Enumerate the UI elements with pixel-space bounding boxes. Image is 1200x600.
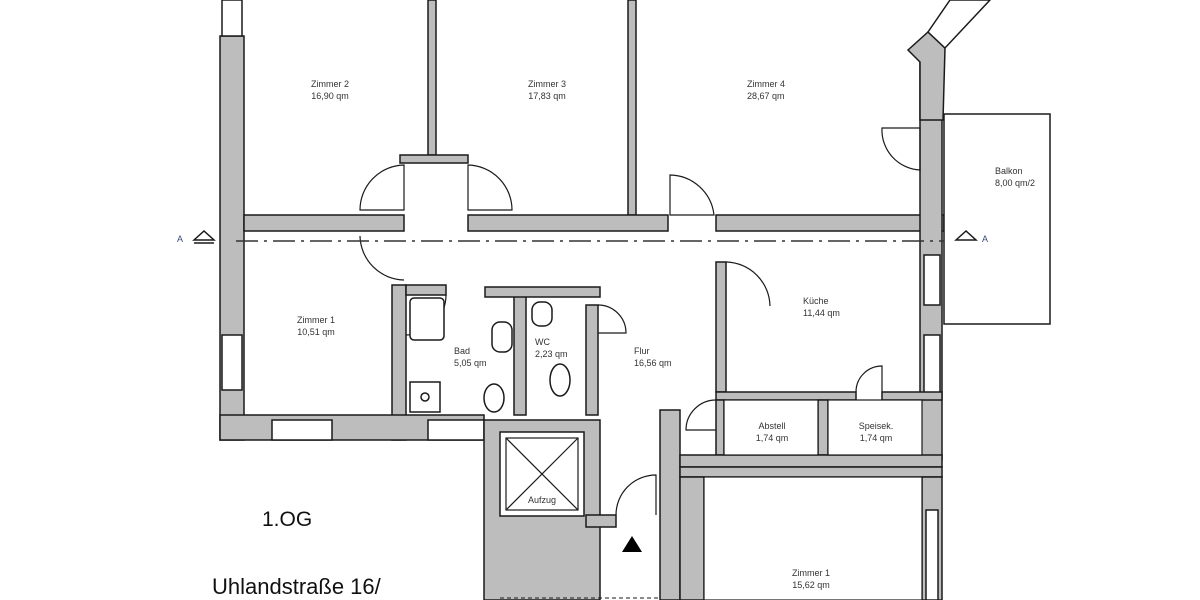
wall-under-z2 xyxy=(243,214,405,232)
room-name: Zimmer 4 xyxy=(747,79,785,89)
room-area: 5,05 qm xyxy=(454,358,487,368)
elevator-label: Aufzug xyxy=(527,495,557,505)
room-label-balkon: Balkon 8,00 qm/2 xyxy=(995,165,1035,189)
window-bottom-bad xyxy=(427,419,485,441)
door-wc xyxy=(597,304,627,334)
window-bottom-left xyxy=(271,419,333,441)
room-area: 2,23 qm xyxy=(535,349,568,359)
room-label-zimmer1-left: Zimmer 1 10,51 qm xyxy=(297,314,335,338)
wall-bad-top xyxy=(405,284,447,296)
room-name: Zimmer 1 xyxy=(297,315,335,325)
toilet-wc-icon xyxy=(549,363,571,397)
window-lower-right xyxy=(925,509,939,600)
room-name: WC xyxy=(535,337,550,347)
door-zimmer2 xyxy=(359,164,405,211)
wall-stair-right xyxy=(659,409,681,600)
door-kueche xyxy=(725,261,771,307)
section-marker-right-icon xyxy=(954,229,978,241)
room-area: 1,74 qm xyxy=(859,433,893,443)
wall-bad-top-right xyxy=(484,286,601,298)
room-area: 8,00 qm/2 xyxy=(995,178,1036,188)
abstell-room xyxy=(723,399,819,456)
room-label-kueche: Küche 11,44 qm xyxy=(803,295,840,319)
room-name: Bad xyxy=(454,346,471,356)
wall-wc-right xyxy=(585,304,599,416)
wall-above-storage xyxy=(715,391,857,401)
room-area: 15,62 qm xyxy=(792,580,830,590)
section-marker-left-icon xyxy=(192,229,216,241)
door-entrance xyxy=(615,474,657,516)
door-abstell xyxy=(685,399,717,431)
room-name: Zimmer 3 xyxy=(528,79,566,89)
floor-title: 1.OG xyxy=(262,508,313,531)
window-top-left xyxy=(221,0,243,37)
wall-door-frame-top xyxy=(399,154,469,164)
room-label-flur: Flur 16,56 qm xyxy=(634,345,672,369)
room-area: 16,56 qm xyxy=(634,358,672,368)
wall-z2-z3 xyxy=(427,0,437,156)
room-label-zimmer2: Zimmer 2 16,90 qm xyxy=(311,78,349,102)
elevator-inner xyxy=(505,437,579,511)
window-right-lower xyxy=(923,334,941,396)
elevator-cross-2 xyxy=(505,437,579,511)
toilet-bad-icon xyxy=(483,383,505,413)
room-name: Abstell xyxy=(758,421,786,431)
window-left-zimmer1 xyxy=(221,334,243,391)
entrance-arrow-icon xyxy=(622,536,642,552)
room-label-speisek: Speisek. 1,74 qm xyxy=(859,420,894,444)
wall-above-speisek xyxy=(881,391,943,401)
room-name: Zimmer 2 xyxy=(311,79,349,89)
room-label-zimmer3: Zimmer 3 17,83 qm xyxy=(528,78,566,102)
door-zimmer1 xyxy=(359,235,405,281)
wall-lower-left xyxy=(679,476,705,600)
wall-under-z4 xyxy=(715,214,945,232)
door-balkon xyxy=(881,127,921,171)
room-area: 1,74 qm xyxy=(755,433,789,443)
wall-bad-wc xyxy=(513,294,527,416)
wall-bottom-storage xyxy=(679,454,943,468)
room-label-zimmer1-lower: Zimmer 1 15,62 qm xyxy=(792,567,830,591)
lower-room xyxy=(703,476,923,600)
section-label-left: A xyxy=(177,234,184,244)
wall-under-z3 xyxy=(467,214,669,232)
address-title: Uhlandstraße 16/ xyxy=(212,574,381,599)
room-name: Balkon xyxy=(995,166,1023,176)
room-area: 28,67 qm xyxy=(747,91,785,101)
room-area: 17,83 qm xyxy=(528,91,566,101)
door-speisek xyxy=(855,365,883,393)
room-label-abstell: Abstell 1,74 qm xyxy=(756,420,789,444)
sink-wc-icon xyxy=(531,301,553,327)
window-right-kitchen xyxy=(923,254,941,306)
room-area: 16,90 qm xyxy=(311,91,349,101)
room-area: 10,51 qm xyxy=(297,327,335,337)
washer-icon xyxy=(409,381,441,413)
window-angled xyxy=(927,0,992,50)
wall-abstell-speisek xyxy=(817,399,829,456)
wall-z3-z4 xyxy=(627,0,637,216)
room-name: Küche xyxy=(803,296,829,306)
wall-abstell-left xyxy=(715,399,725,456)
room-label-bad: Bad 5,05 qm xyxy=(454,345,487,369)
wall-kitchen-left xyxy=(715,261,727,393)
wall-angled-top-right xyxy=(906,30,946,121)
room-name: Zimmer 1 xyxy=(792,568,830,578)
door-zimmer3 xyxy=(467,164,513,211)
balcony-outline xyxy=(943,113,1051,325)
sink-bad-icon xyxy=(491,321,513,353)
wall-lower-apartment xyxy=(679,466,943,478)
room-name: Speisek. xyxy=(858,421,894,431)
room-label-wc: WC 2,23 qm xyxy=(535,336,568,360)
wall-flur-lower xyxy=(585,514,617,528)
section-label-right: A xyxy=(982,234,989,244)
room-label-zimmer4: Zimmer 4 28,67 qm xyxy=(747,78,785,102)
washer-drum-icon xyxy=(420,392,430,402)
speisek-room xyxy=(827,399,923,456)
bathtub-icon xyxy=(409,297,445,341)
room-area: 11,44 qm xyxy=(803,308,840,318)
room-name: Flur xyxy=(634,346,650,356)
door-zimmer4 xyxy=(669,174,715,216)
